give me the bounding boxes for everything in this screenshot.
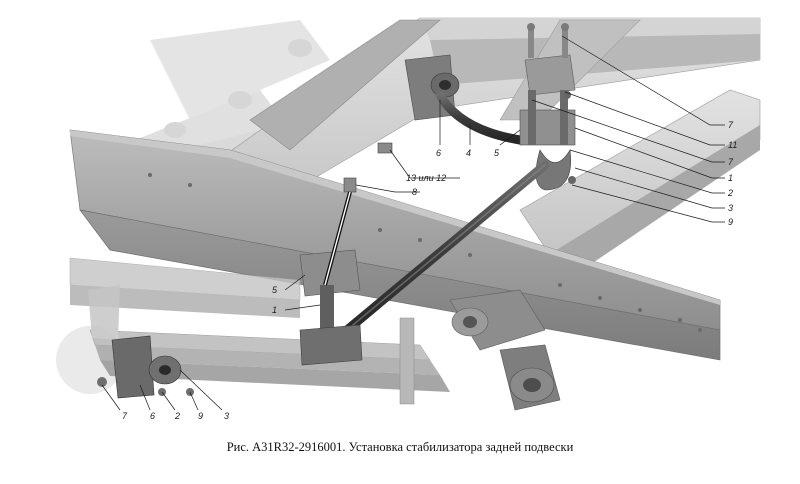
middle-stabilizer-link — [299, 249, 363, 366]
callout-9-bottom: 9 — [198, 411, 203, 421]
callout-7a: 7 — [728, 120, 734, 130]
callout-3-bottom: 3 — [224, 411, 229, 421]
stabilizer-bar — [330, 160, 550, 345]
callout-7b: 7 — [728, 157, 734, 167]
lower-left-bracket — [97, 335, 194, 399]
callout-1-mid: 1 — [272, 305, 277, 315]
callout-2-right: 2 — [727, 188, 733, 198]
callout-nut: 13 или 12 — [406, 173, 446, 183]
spring-shackle — [399, 289, 561, 411]
callout-labels: 7 11 7 1 2 3 9 6 4 5 13 или 12 8 5 1 7 6… — [122, 120, 737, 421]
callout-5-top: 5 — [494, 148, 500, 158]
callout-1-right: 1 — [728, 173, 733, 183]
callout-9-right: 9 — [728, 217, 733, 227]
callout-5-mid: 5 — [272, 285, 278, 295]
callout-2-bottom: 2 — [174, 411, 180, 421]
callout-6-top: 6 — [436, 148, 441, 158]
upper-stabilizer-mount — [404, 23, 576, 191]
figure-caption: Рис. А31R32-2916001. Установка стабилиза… — [226, 440, 574, 454]
stabilizer-installation-drawing: 7 11 7 1 2 3 9 6 4 5 13 или 12 8 5 1 7 6… — [56, 17, 761, 421]
callout-leaders — [101, 35, 725, 411]
callout-11: 11 — [728, 140, 737, 150]
callout-bolt: 8 — [412, 187, 417, 197]
callout-6-bottom: 6 — [150, 411, 155, 421]
lower-frame-rail — [69, 257, 301, 318]
callout-3-right: 3 — [728, 203, 733, 213]
callout-7-bottom: 7 — [122, 411, 128, 421]
callout-4-top: 4 — [466, 148, 471, 158]
bolt-and-nut-assembly — [323, 142, 393, 286]
